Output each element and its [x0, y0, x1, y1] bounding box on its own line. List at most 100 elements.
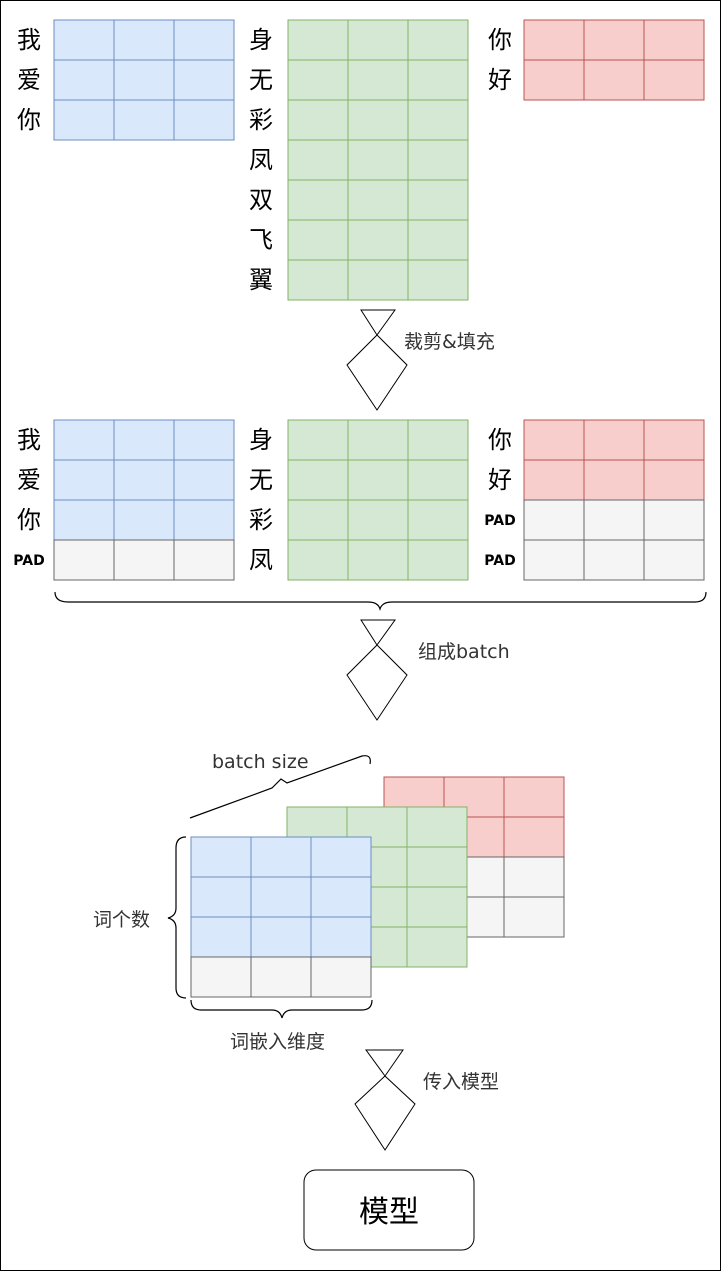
embedding-cell — [347, 419, 409, 461]
embedding-cell — [347, 219, 409, 261]
batch-brace — [54, 591, 707, 612]
embedding-cell — [347, 59, 409, 101]
embedding-cell — [190, 916, 252, 958]
embedding-cell — [53, 499, 115, 541]
embedding-cell — [173, 419, 235, 461]
embedding-cell — [113, 459, 175, 501]
arrow-form-batch: 组成batch — [346, 619, 510, 721]
pad-token-label: PAD — [484, 553, 515, 569]
top-sentence-3: 你好 — [488, 19, 705, 101]
embedding-cell — [347, 499, 409, 541]
pad-cell — [53, 539, 115, 581]
word-label: 翼 — [249, 266, 273, 294]
embedding-cell — [347, 19, 409, 61]
embedding-cell — [583, 59, 645, 101]
embedding-cell — [53, 419, 115, 461]
embedding-cell — [173, 19, 235, 61]
embedding-cell — [503, 816, 565, 858]
embedding-cell — [407, 419, 469, 461]
batch-size-label: batch size — [212, 751, 309, 773]
embed-dim-brace — [190, 999, 373, 1019]
embedding-cell — [310, 876, 372, 918]
embedding-cell — [250, 876, 312, 918]
word-label: 凤 — [249, 146, 273, 174]
embedding-cell — [310, 916, 372, 958]
embedding-cell — [287, 539, 349, 581]
embedding-cell — [287, 59, 349, 101]
word-label: 无 — [249, 66, 273, 94]
pad-cell — [583, 499, 645, 541]
embedding-cell — [287, 179, 349, 221]
pad-cell — [643, 539, 705, 581]
pad-token-label: PAD — [484, 513, 515, 529]
embedding-cell — [347, 459, 409, 501]
word-label: 彩 — [249, 506, 273, 534]
embedding-cell — [406, 886, 468, 928]
word-label: 无 — [249, 466, 273, 494]
embedding-cell — [583, 19, 645, 61]
embedding-cell — [287, 139, 349, 181]
pad-cell — [113, 539, 175, 581]
embedding-cell — [643, 19, 705, 61]
pad-cell — [173, 539, 235, 581]
embedding-cell — [287, 459, 349, 501]
word-label: 你 — [17, 106, 41, 134]
embedding-cell — [250, 836, 312, 878]
embedding-cell — [347, 139, 409, 181]
model-label: 模型 — [359, 1195, 419, 1230]
embedding-cell — [643, 59, 705, 101]
embedding-cell — [347, 259, 409, 301]
embedding-cell — [583, 419, 645, 461]
embedding-cell — [407, 219, 469, 261]
word-label: 飞 — [249, 226, 273, 254]
embedding-cell — [643, 459, 705, 501]
embedding-cell — [287, 499, 349, 541]
embedding-cell — [173, 59, 235, 101]
model-box — [303, 1169, 475, 1251]
embedding-cell — [173, 459, 235, 501]
word-label: 你 — [17, 506, 41, 534]
embedding-cell — [407, 459, 469, 501]
word-label: 彩 — [249, 106, 273, 134]
embedding-cell — [173, 99, 235, 141]
pad-token-label: PAD — [13, 553, 44, 569]
pad-cell — [503, 856, 565, 898]
embedding-cell — [287, 19, 349, 61]
embed-dim-label: 词嵌入维度 — [230, 1031, 325, 1053]
arrow-to-model: 传入模型 — [354, 1049, 499, 1151]
embedding-cell — [113, 99, 175, 141]
embedding-cell — [113, 419, 175, 461]
embedding-cell — [287, 259, 349, 301]
to-model-label: 传入模型 — [423, 1071, 499, 1093]
embedding-cell — [310, 836, 372, 878]
word-count-label: 词个数 — [93, 909, 150, 931]
down-arrow-icon — [346, 619, 408, 721]
embedding-cell — [347, 539, 409, 581]
embedding-cell — [287, 219, 349, 261]
embedding-cell — [643, 419, 705, 461]
embedding-cell — [407, 59, 469, 101]
word-label: 身 — [249, 26, 273, 54]
down-arrow-icon — [346, 309, 408, 411]
embedding-cell — [407, 179, 469, 221]
pad-cell — [250, 956, 312, 998]
embedding-cell — [53, 19, 115, 61]
batch-size-brace — [189, 755, 371, 819]
embedding-cell — [113, 59, 175, 101]
embedding-cell — [407, 499, 469, 541]
embedding-cell — [523, 419, 585, 461]
embedding-cell — [406, 846, 468, 888]
crop-pad-label: 裁剪&填充 — [404, 331, 495, 353]
embedding-cell — [583, 459, 645, 501]
pad-cell — [523, 539, 585, 581]
embedding-cell — [190, 876, 252, 918]
word-count-brace — [167, 836, 187, 999]
embedding-cell — [407, 139, 469, 181]
embedding-cell — [523, 459, 585, 501]
